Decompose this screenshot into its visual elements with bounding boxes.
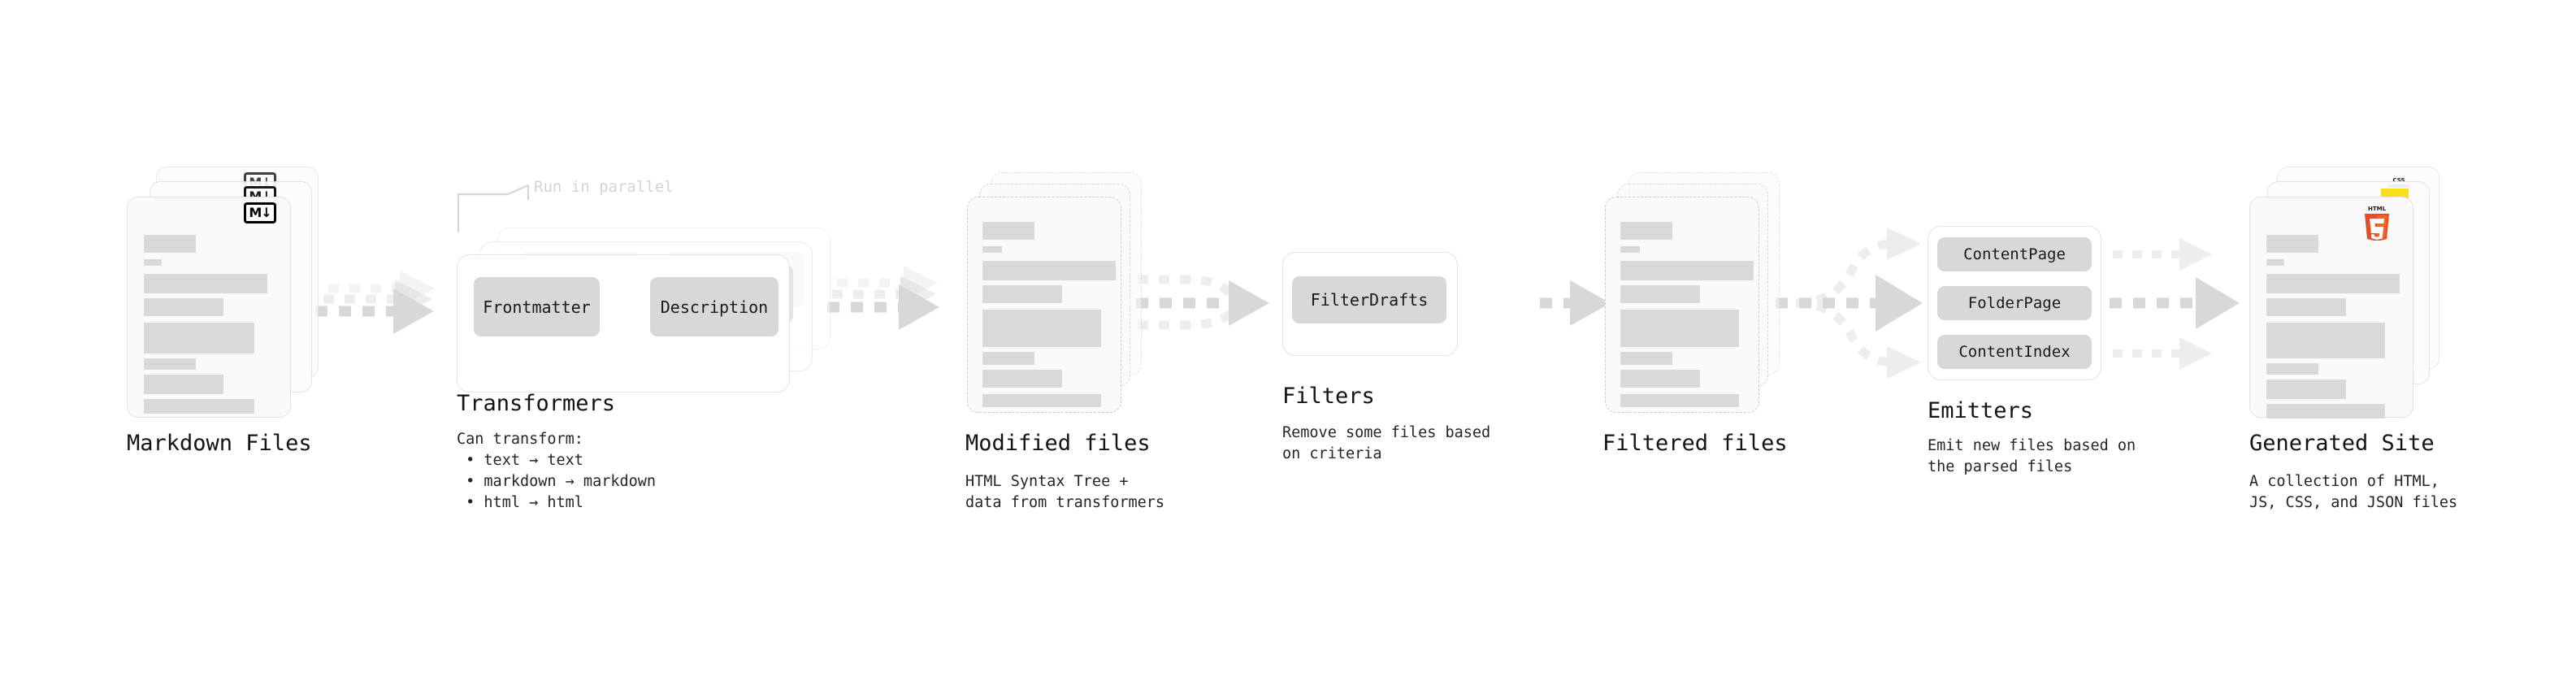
stage-desc-emitters: Emit new files based on the parsed files (1928, 437, 2136, 475)
stage-desc-filters: Remove some files based on criteria (1282, 424, 1491, 462)
doc-bar (144, 323, 254, 354)
stage-desc-transformers: Can transform: • text → text • markdown … (457, 431, 657, 511)
doc-bar (2266, 363, 2318, 375)
emitters-node-contentindex-label: ContentIndex (1958, 343, 2071, 361)
doc-bar (982, 310, 1101, 347)
markdown-card-front (127, 197, 291, 418)
doc-bar (2266, 380, 2346, 399)
arrow-emitters-to-site (2110, 238, 2240, 370)
doc-bar (144, 399, 254, 414)
stage-title-generated-site: Generated Site (2249, 431, 2435, 456)
stage-title-transformers: Transformers (457, 391, 616, 416)
doc-bar (1620, 285, 1700, 303)
arrow-transformers-to-modified (827, 266, 939, 330)
transformer-node-description[interactable]: Description (650, 277, 778, 336)
modified-card-front (967, 197, 1121, 413)
parallel-bracket (457, 184, 530, 232)
doc-bar (982, 261, 1116, 280)
doc-bar (1620, 370, 1700, 388)
stage-title-emitters: Emitters (1928, 398, 2034, 423)
stage-title-filters: Filters (1282, 384, 1375, 409)
transformer-node-frontmatter-label: Frontmatter (483, 297, 591, 317)
arrow-filtered-to-emitters (1776, 228, 1923, 379)
run-in-parallel-label: Run in parallel (534, 178, 674, 196)
html5-wordmark: HTML (2368, 206, 2387, 212)
doc-bar (1620, 394, 1739, 407)
doc-bar (144, 259, 162, 266)
doc-bar (144, 298, 223, 316)
stage-title-filtered-files: Filtered files (1602, 431, 1788, 456)
doc-bar (982, 370, 1062, 388)
doc-bar (2266, 274, 2400, 293)
doc-bar (1620, 352, 1672, 365)
doc-bar (982, 222, 1034, 240)
doc-bar (982, 246, 1002, 253)
filters-node-filterdrafts[interactable]: FilterDrafts (1292, 276, 1446, 323)
markdown-badge: M↓ (244, 202, 276, 223)
emitters-node-folderpage-label: FolderPage (1967, 294, 2062, 312)
stage-desc-generated-site: A collection of HTML, JS, CSS, and JSON … (2249, 473, 2458, 511)
arrow-filters-to-filtered (1540, 280, 1611, 326)
svg-text:CSS: CSS (2392, 177, 2405, 184)
stage-title-markdown-files: Markdown Files (127, 431, 312, 456)
doc-bar (2266, 298, 2346, 316)
emitters-node-contentindex[interactable]: ContentIndex (1937, 335, 2092, 369)
doc-bar (1620, 310, 1739, 347)
doc-bar (144, 274, 267, 293)
doc-bar (144, 358, 196, 370)
arrow-markdown-to-transformers (315, 271, 436, 334)
doc-bar (144, 375, 223, 394)
stage-title-modified-files: Modified files (965, 431, 1151, 456)
transformer-node-description-label: Description (660, 297, 769, 317)
doc-bar (982, 285, 1062, 303)
filters-node-filterdrafts-label: FilterDrafts (1310, 290, 1429, 310)
doc-bar (1620, 222, 1672, 240)
arrow-modified-to-filters (1136, 275, 1269, 330)
doc-bar (2266, 404, 2385, 419)
doc-bar (982, 352, 1034, 365)
html5-icon: HTML (2361, 203, 2392, 241)
doc-bar (144, 235, 196, 253)
doc-bar (2266, 323, 2385, 358)
filtered-card-front (1605, 197, 1759, 413)
emitters-node-contentpage[interactable]: ContentPage (1937, 237, 2092, 271)
doc-bar (982, 394, 1101, 407)
doc-bar (2266, 235, 2318, 253)
emitters-node-folderpage[interactable]: FolderPage (1937, 286, 2092, 320)
markdown-badge-label: M↓ (249, 205, 271, 220)
doc-bar (1620, 261, 1754, 280)
stage-desc-modified-files: HTML Syntax Tree + data from transformer… (965, 473, 1165, 511)
doc-bar (2266, 259, 2284, 266)
doc-bar (1620, 246, 1640, 253)
emitters-node-contentpage-label: ContentPage (1963, 245, 2066, 263)
transformer-node-frontmatter[interactable]: Frontmatter (474, 277, 600, 336)
